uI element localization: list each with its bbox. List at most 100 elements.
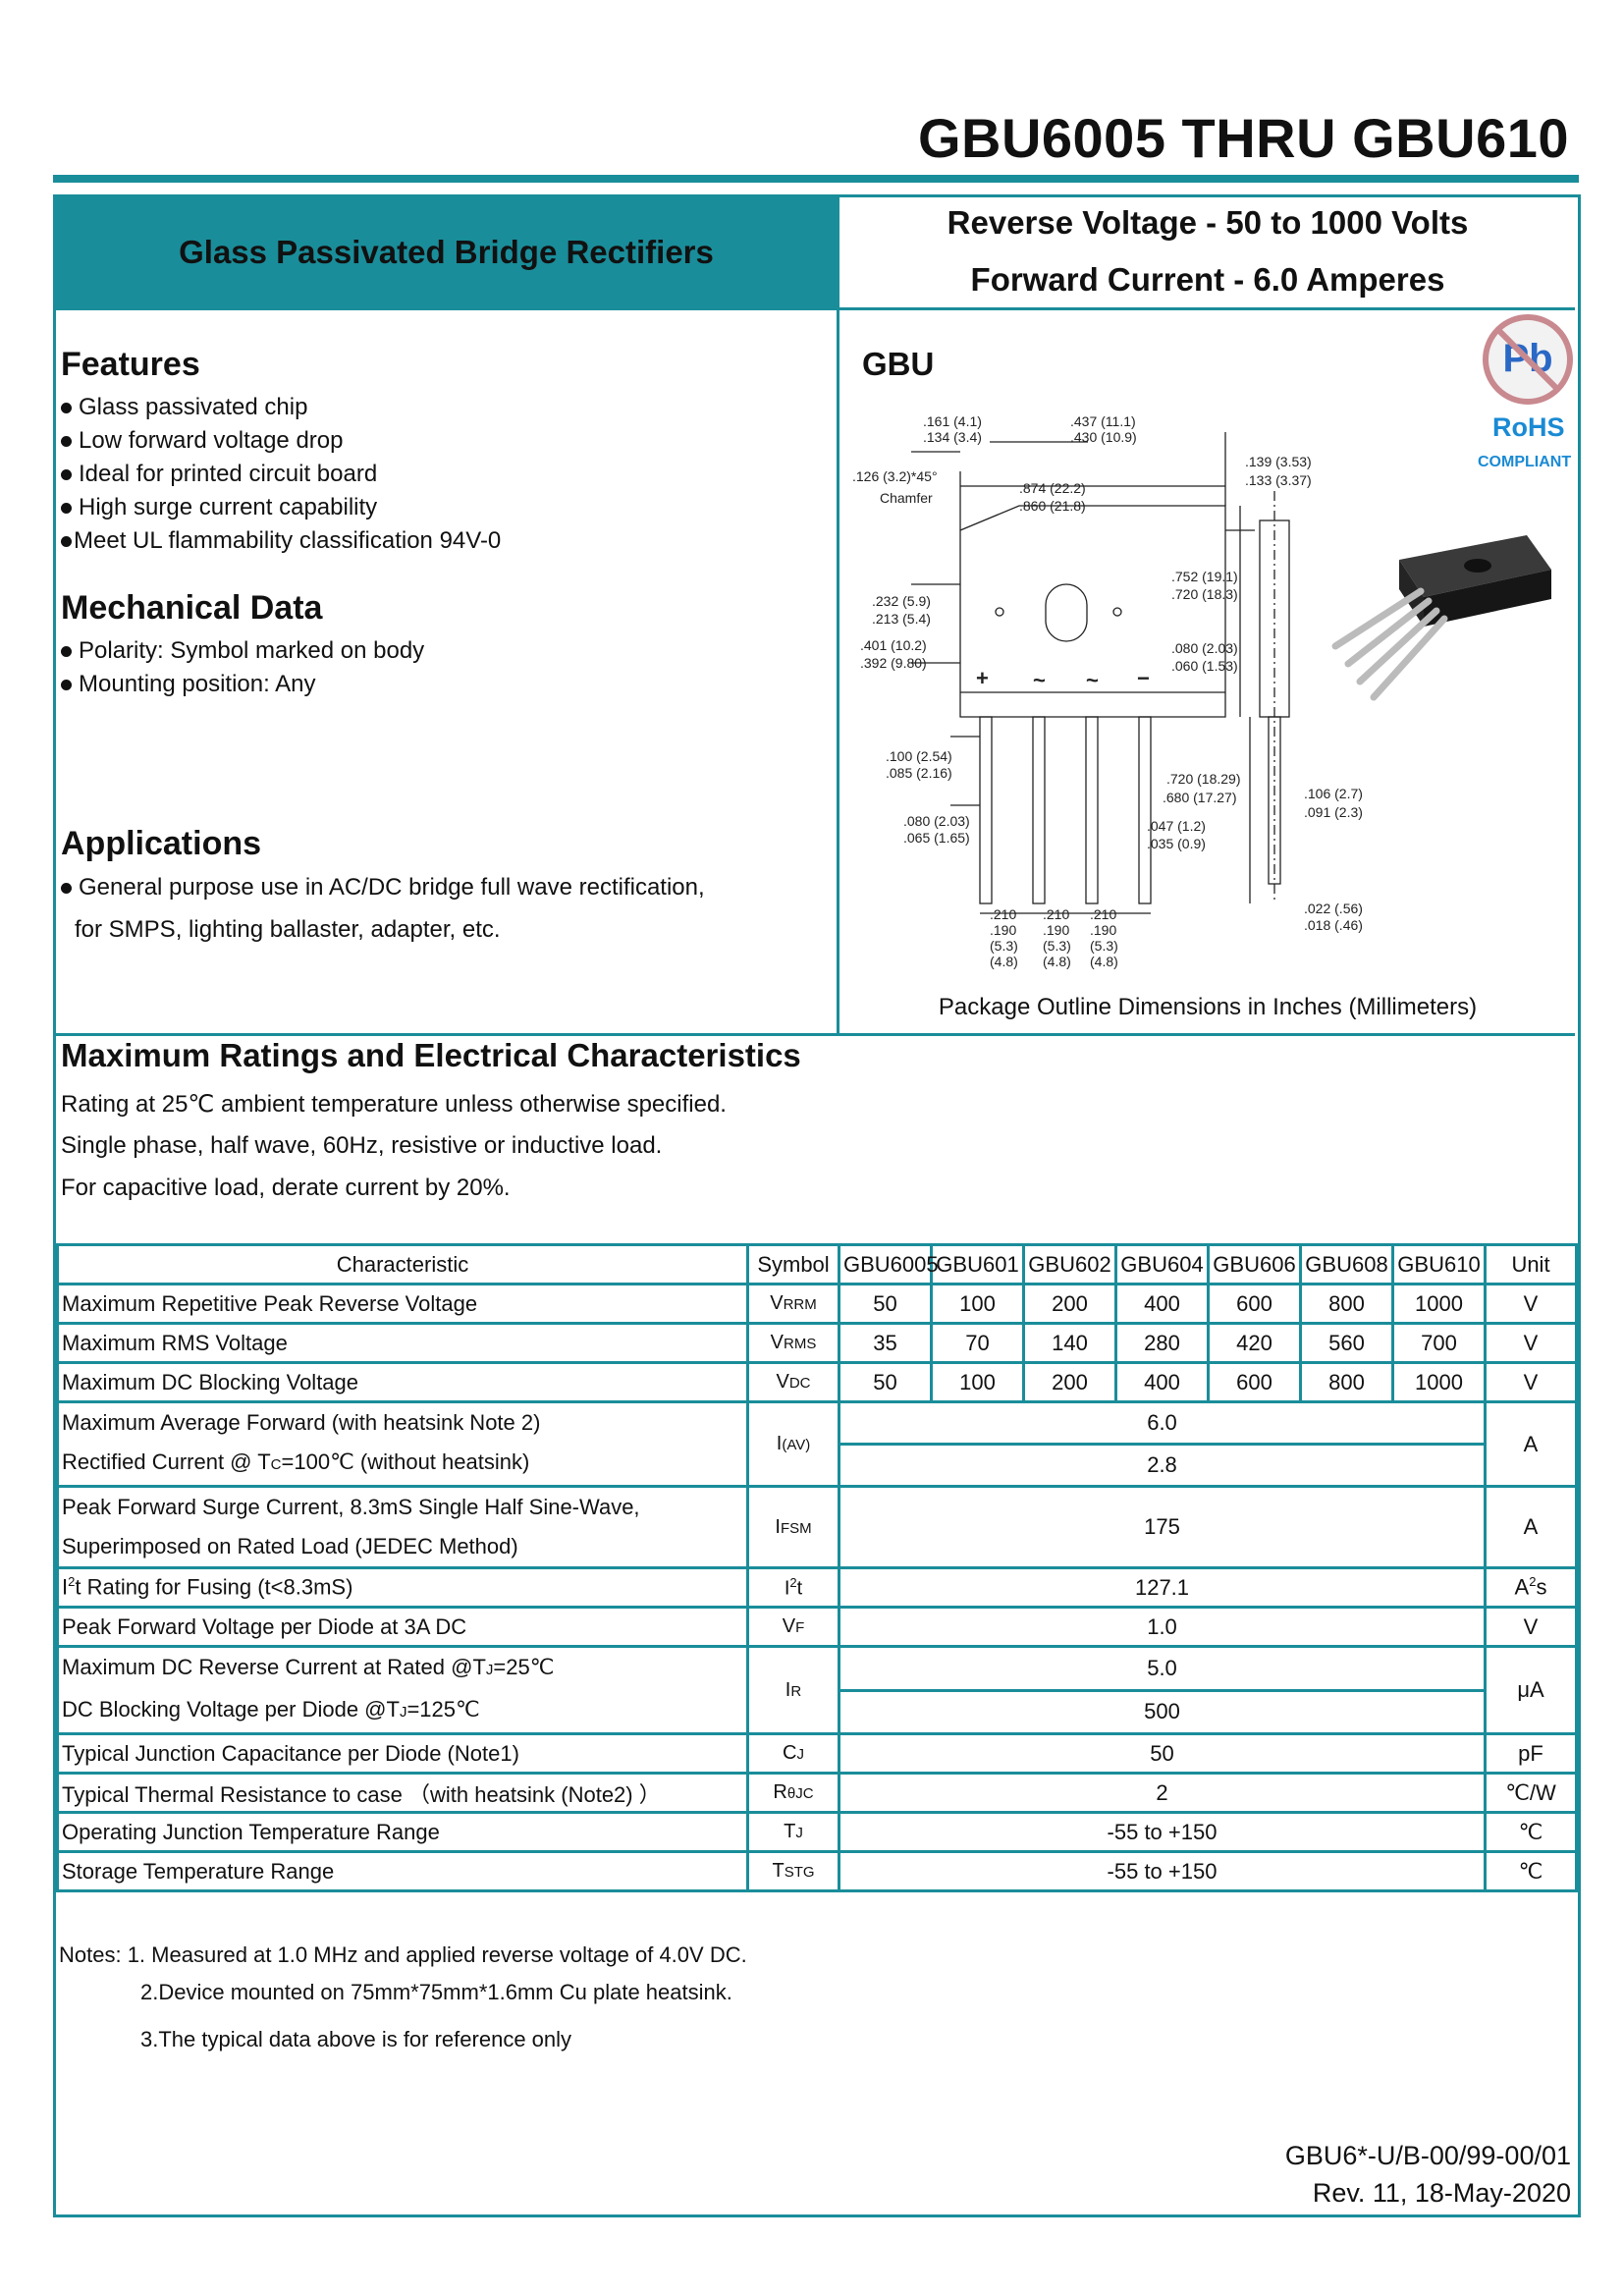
- unit-cell: ℃: [1484, 1850, 1578, 1892]
- value-cell: 1.0: [838, 1606, 1487, 1648]
- package-caption: Package Outline Dimensions in Inches (Mi…: [938, 994, 1478, 1020]
- dim-label: .161 (4.1): [923, 413, 982, 429]
- dim-label: .091 (2.3): [1304, 804, 1363, 820]
- dim-label: (4.8): [1043, 954, 1071, 969]
- dim-label: (5.3): [1090, 938, 1118, 954]
- unit-cell: A: [1484, 1400, 1578, 1488]
- symbol-cell: IR: [746, 1645, 840, 1735]
- table-row: Operating Junction Temperature Range TJ …: [56, 1811, 1578, 1853]
- list-item: Polarity: Symbol marked on body: [61, 634, 424, 668]
- column-header: GBU6005: [838, 1243, 939, 1285]
- dim-label: .106 (2.7): [1304, 786, 1363, 801]
- dim-label: (5.3): [1043, 938, 1071, 954]
- dim-label: .065 (1.65): [903, 830, 970, 846]
- dim-label: .190: [990, 922, 1016, 938]
- column-header: GBU602: [1022, 1243, 1117, 1285]
- reverse-voltage-spec: Reverse Voltage - 50 to 1000 Volts: [947, 204, 1469, 241]
- symbol-cell: RθJC: [746, 1772, 840, 1814]
- column-divider: [837, 197, 839, 1036]
- dim-label: .392 (9.80): [860, 655, 927, 671]
- dim-label: .860 (21.8): [1019, 498, 1086, 514]
- list-item: Mounting position: Any: [61, 668, 424, 701]
- plus-mark: +: [976, 666, 989, 690]
- dim-label: .085 (2.16): [886, 765, 952, 781]
- lead: [1032, 716, 1046, 904]
- tilde-mark: ~: [1033, 668, 1046, 692]
- dim-label: .022 (.56): [1304, 901, 1363, 916]
- document-id: GBU6*-U/B-00/99-00/01: [1284, 2141, 1571, 2170]
- value-cell: 600: [1207, 1283, 1302, 1325]
- symbol-cell: TJ: [746, 1811, 840, 1853]
- unit-cell: A: [1484, 1485, 1578, 1569]
- dim-label: .080 (2.03): [903, 813, 970, 829]
- value-cell: 1000: [1391, 1283, 1487, 1325]
- table-row: 500: [58, 1688, 1577, 1735]
- header-divider: [56, 307, 1575, 310]
- characteristics-table: Characteristic Symbol GBU6005 GBU601 GBU…: [56, 1243, 1578, 1892]
- characteristic-cell: Typical Junction Capacitance per Diode (…: [56, 1732, 749, 1775]
- column-header: GBU608: [1299, 1243, 1394, 1285]
- characteristic-cell: Maximum DC Blocking Voltage: [56, 1361, 749, 1403]
- symbol-cell: VRMS: [746, 1322, 840, 1364]
- list-item: Ideal for printed circuit board: [61, 458, 501, 491]
- table-row: Typical Thermal Resistance to case （with…: [56, 1772, 1578, 1814]
- table-row: 2.8: [58, 1443, 1577, 1488]
- value-cell: 2.8: [838, 1443, 1487, 1488]
- unit-cell: V: [1484, 1606, 1578, 1648]
- value-cell: 500: [838, 1688, 1487, 1735]
- bullet-icon: [61, 436, 72, 448]
- unit-cell: μA: [1484, 1645, 1578, 1735]
- characteristic-cell: Operating Junction Temperature Range: [56, 1811, 749, 1853]
- dim-label: .018 (.46): [1304, 917, 1363, 933]
- value-cell: 200: [1022, 1283, 1117, 1325]
- table-row: Maximum RMS Voltage VRMS 35 70 140 280 4…: [56, 1322, 1578, 1364]
- tilde-mark: ~: [1086, 668, 1099, 692]
- dim-label: .126 (3.2)*45°: [852, 468, 938, 484]
- column-header: GBU601: [930, 1243, 1025, 1285]
- note-3: 3.The typical data above is for referenc…: [140, 2027, 572, 2051]
- table-row: Maximum Average Forward (with heatsink N…: [56, 1400, 1578, 1488]
- column-header: Characteristic: [56, 1243, 749, 1285]
- package-label: GBU: [862, 346, 935, 382]
- page-title: GBU6005 THRU GBU610: [917, 107, 1569, 169]
- value-cell: 127.1: [838, 1566, 1487, 1609]
- column-header: Symbol: [746, 1243, 840, 1285]
- unit-cell: ℃: [1484, 1811, 1578, 1853]
- characteristic-cell: I2t Rating for Fusing (t<8.3mS): [56, 1566, 749, 1609]
- value-cell: -55 to +150: [838, 1850, 1487, 1892]
- unit-cell: V: [1484, 1322, 1578, 1364]
- value-cell: 5.0: [838, 1645, 1487, 1692]
- forward-current-spec: Forward Current - 6.0 Amperes: [970, 261, 1445, 298]
- symbol-cell: I2t: [746, 1566, 840, 1609]
- value-cell: 2: [838, 1772, 1487, 1814]
- value-cell: 100: [930, 1283, 1025, 1325]
- value-cell: 700: [1391, 1322, 1487, 1364]
- dim-label: .752 (19.1): [1171, 569, 1238, 584]
- dim-label: .139 (3.53): [1245, 454, 1312, 469]
- value-cell: 50: [838, 1283, 933, 1325]
- datasheet-frame: [53, 194, 1581, 2217]
- symbol-cell: VDC: [746, 1361, 840, 1403]
- value-cell: 800: [1299, 1283, 1394, 1325]
- column-header: Unit: [1484, 1243, 1578, 1285]
- dim-label: .210: [1090, 906, 1116, 922]
- dim-label: .080 (2.03): [1171, 640, 1238, 656]
- title-rule: [53, 175, 1579, 183]
- mounting-hole: [1045, 583, 1088, 642]
- dim-label: .133 (3.37): [1245, 472, 1312, 488]
- package-body-outline: [959, 505, 1226, 718]
- value-cell: 280: [1114, 1322, 1210, 1364]
- bullet-icon: [61, 503, 72, 515]
- pb-free-icon: Pb: [1483, 314, 1573, 405]
- table-row: I2t Rating for Fusing (t<8.3mS) I2t 127.…: [56, 1566, 1578, 1609]
- characteristic-cell: Typical Thermal Resistance to case （with…: [56, 1772, 749, 1814]
- package-outline-drawing: + ~ ~ − .161 (4.1) .134 (3.4) .437 (11.1…: [852, 413, 1363, 969]
- symbol-cell: VF: [746, 1606, 840, 1648]
- column-header: GBU606: [1207, 1243, 1302, 1285]
- value-cell: 35: [838, 1322, 933, 1364]
- value-cell: 400: [1114, 1361, 1210, 1403]
- table-header-row: Characteristic Symbol GBU6005 GBU601 GBU…: [56, 1243, 1578, 1285]
- dim-label: .720 (18.3): [1171, 586, 1238, 602]
- characteristic-cell: Maximum RMS Voltage: [56, 1322, 749, 1364]
- applications-line-2: for SMPS, lighting ballaster, adapter, e…: [75, 916, 501, 943]
